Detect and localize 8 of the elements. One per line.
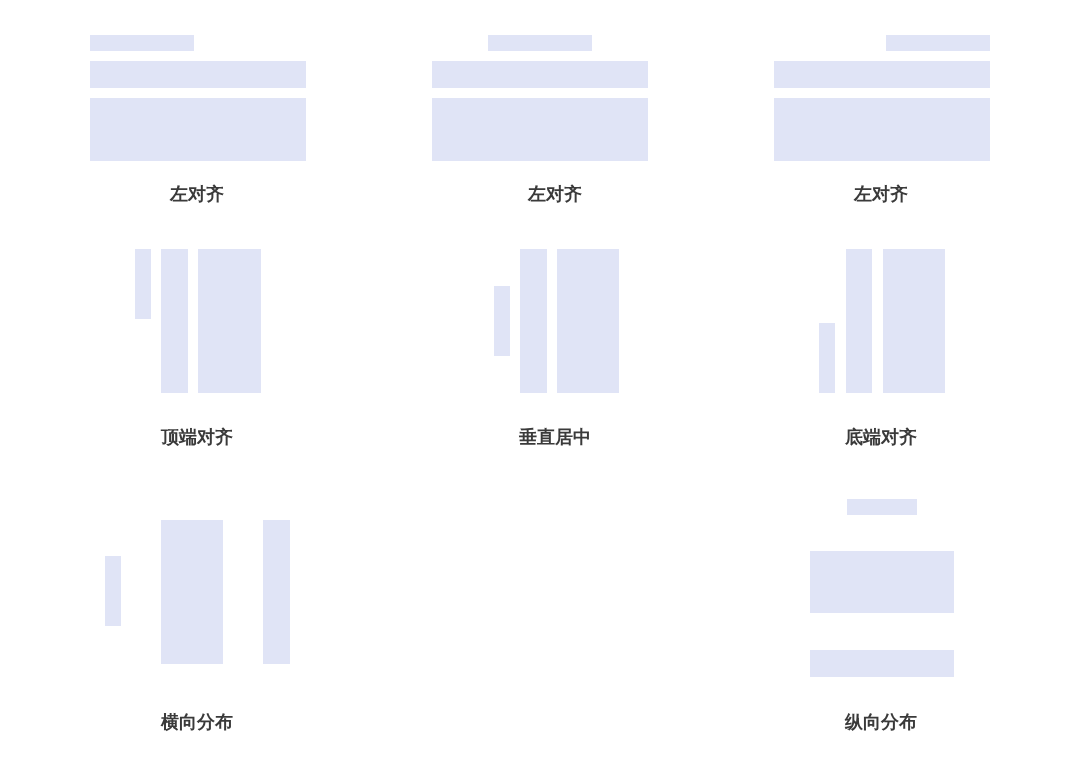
caption: 横向分布 xyxy=(159,710,234,734)
caption: 左对齐 xyxy=(852,182,909,206)
caption: 纵向分布 xyxy=(843,710,918,734)
caption: 底端对齐 xyxy=(844,425,918,449)
caption: 左对齐 xyxy=(168,182,225,206)
caption: 垂直居中 xyxy=(518,425,592,449)
caption: 左对齐 xyxy=(526,182,583,206)
caption: 顶端对齐 xyxy=(159,425,234,449)
